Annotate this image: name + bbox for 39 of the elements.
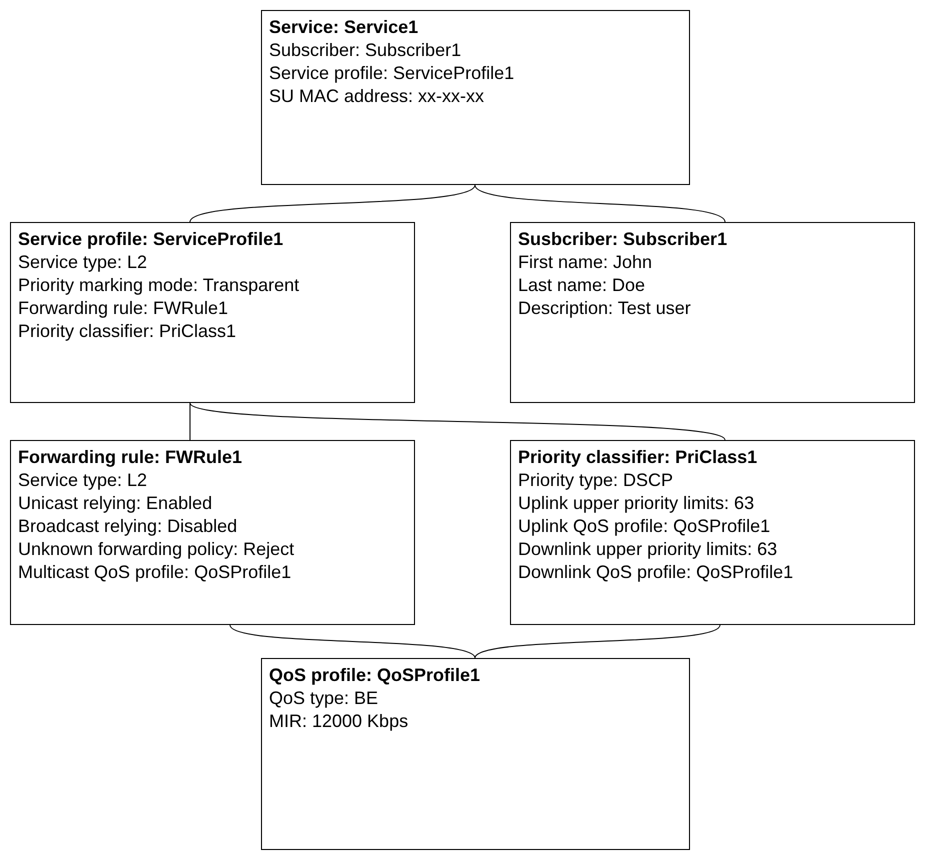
record-box (510, 440, 915, 625)
record-field: Unknown forwarding policy: Reject (18, 538, 294, 561)
record-field: Service type: L2 (18, 251, 148, 274)
record-field: Uplink QoS profile: QoSProfile1 (518, 515, 770, 538)
record-field: Description: Test user (518, 297, 691, 320)
record-field: Subscriber: Subscriber1 (269, 39, 462, 62)
record-field: MIR: 12000 Kbps (269, 710, 408, 733)
record-field: SU MAC address: xx-xx-xx (269, 85, 484, 108)
record-field: Service profile: ServiceProfile1 (269, 62, 514, 85)
record-box (510, 222, 915, 403)
connector-line (474, 184, 726, 222)
record-title: Susbcriber: Subscriber1 (518, 228, 728, 251)
record-field: Multicast QoS profile: QoSProfile1 (18, 561, 292, 584)
record-title: Service: Service1 (269, 16, 418, 39)
record-field: Service type: L2 (18, 469, 148, 492)
record-title: QoS profile: QoSProfile1 (269, 664, 480, 687)
record-field: First name: John (518, 251, 652, 274)
record-field: Uplink upper priority limits: 63 (518, 492, 754, 515)
record-field: QoS type: BE (269, 687, 378, 710)
record-field: Last name: Doe (518, 274, 646, 297)
record-box (10, 440, 415, 625)
record-field: Broadcast relying: Disabled (18, 515, 238, 538)
connector-line (190, 184, 476, 222)
record-title: Service profile: ServiceProfile1 (18, 228, 284, 251)
record-box (261, 10, 690, 185)
record-field: Forwarding rule: FWRule1 (18, 297, 228, 320)
connector-line (474, 624, 720, 658)
record-title: Forwarding rule: FWRule1 (18, 446, 242, 469)
record-field: Priority marking mode: Transparent (18, 274, 300, 297)
record-field: Downlink QoS profile: QoSProfile1 (518, 561, 794, 584)
connector-line (190, 402, 726, 440)
record-field: Priority type: DSCP (518, 469, 674, 492)
connector-line (230, 624, 476, 658)
record-field: Unicast relying: Enabled (18, 492, 212, 515)
record-box (10, 222, 415, 403)
record-title: Priority classifier: PriClass1 (518, 446, 758, 469)
record-field: Priority classifier: PriClass1 (18, 320, 236, 343)
record-box (261, 658, 690, 850)
record-field: Downlink upper priority limits: 63 (518, 538, 778, 561)
